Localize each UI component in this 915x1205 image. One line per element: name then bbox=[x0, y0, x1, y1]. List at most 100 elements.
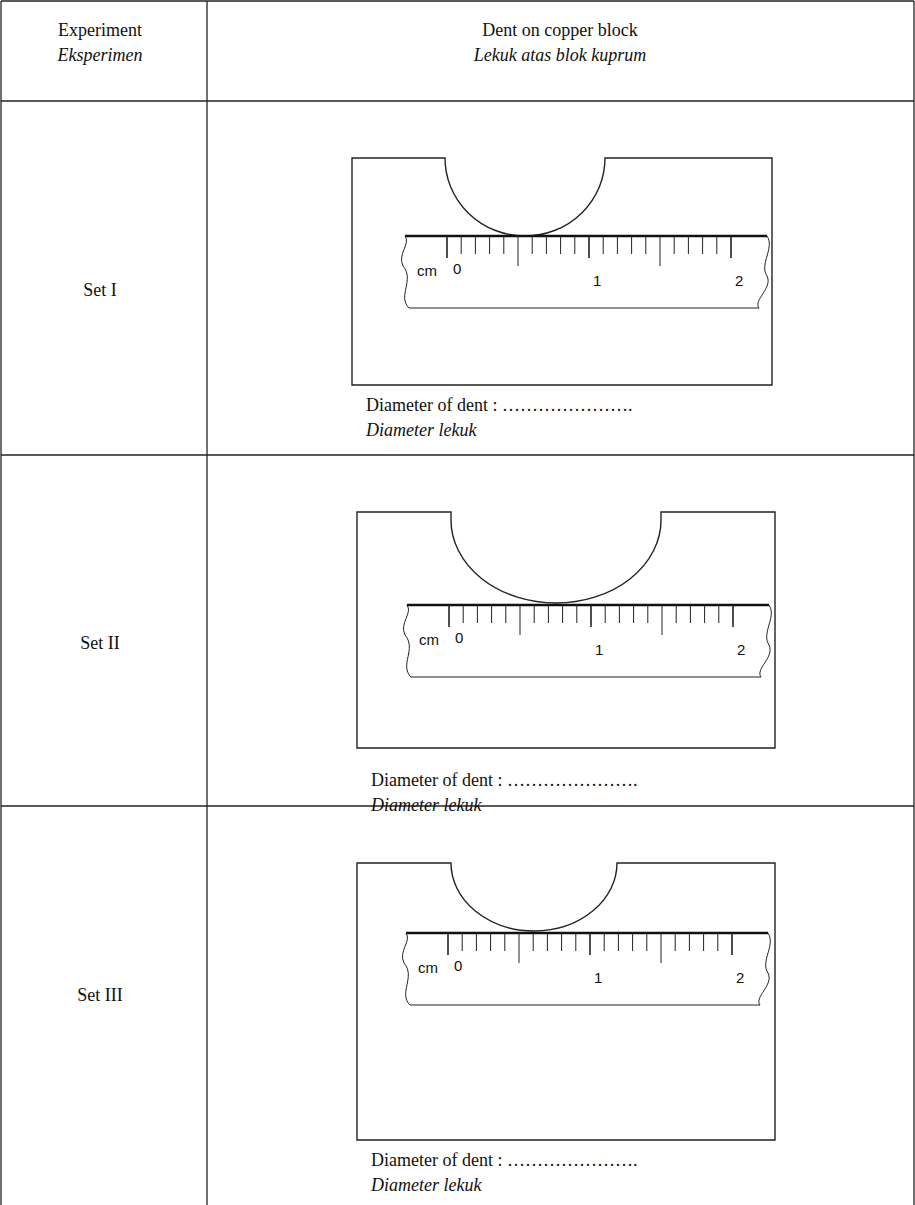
ruler-tick bbox=[588, 236, 590, 258]
ruler-tick bbox=[489, 236, 490, 254]
answer-line: Diameter lekuk bbox=[371, 1175, 481, 1197]
ruler-number: 1 bbox=[593, 272, 601, 290]
ruler-tick bbox=[718, 605, 719, 623]
ruler-tick bbox=[477, 605, 478, 623]
ruler-tick bbox=[562, 605, 563, 623]
ruler-tick bbox=[662, 605, 663, 635]
ruler-tick bbox=[561, 933, 562, 951]
ruler-edge bbox=[405, 235, 767, 238]
ruler-tick bbox=[518, 236, 519, 266]
ruler-tick bbox=[674, 236, 675, 254]
ruler-tick bbox=[661, 933, 662, 963]
copper-block bbox=[357, 512, 775, 748]
ruler-number: 2 bbox=[735, 272, 743, 290]
ruler-tick bbox=[520, 605, 521, 635]
ruler-number: 0 bbox=[453, 260, 461, 278]
ruler-tick bbox=[560, 236, 561, 254]
ruler-tick bbox=[645, 236, 646, 254]
ruler-tick bbox=[731, 933, 733, 955]
ruler-tick bbox=[631, 236, 632, 254]
ruler-tick bbox=[504, 933, 505, 951]
ruler-tick bbox=[519, 933, 520, 963]
ruler-tick bbox=[688, 236, 689, 254]
answer-line: Diameter of dent : …………………. bbox=[366, 395, 632, 417]
answer-line: Diameter lekuk bbox=[371, 795, 481, 817]
ruler-tick bbox=[704, 605, 705, 623]
answer-line: Diameter lekuk bbox=[366, 420, 476, 442]
ruler-tick bbox=[533, 933, 534, 951]
ruler-number: 2 bbox=[737, 641, 745, 659]
ruler-tick bbox=[632, 933, 633, 951]
ruler-tick bbox=[532, 236, 533, 254]
ruler bbox=[402, 933, 770, 1005]
ruler-tick bbox=[503, 236, 504, 254]
ruler-tick bbox=[604, 933, 605, 951]
ruler-tick bbox=[534, 605, 535, 623]
table-line bbox=[1, 454, 914, 455]
table-line bbox=[1, 0, 914, 1]
ruler-tick bbox=[547, 933, 548, 951]
ruler-tick bbox=[490, 933, 491, 951]
ruler-tick bbox=[647, 605, 648, 623]
ruler-tick bbox=[446, 236, 448, 258]
copper-block bbox=[352, 158, 772, 385]
ruler-tick bbox=[447, 933, 449, 955]
ruler-tick bbox=[475, 236, 476, 254]
header-text: Dent on copper block bbox=[482, 20, 637, 42]
ruler-tick bbox=[732, 605, 734, 627]
ruler-edge bbox=[407, 604, 769, 607]
ruler-number: 1 bbox=[595, 641, 603, 659]
ruler-tick bbox=[461, 236, 462, 254]
ruler-tick bbox=[505, 605, 506, 623]
ruler-tick bbox=[702, 236, 703, 254]
header-text: Eksperimen bbox=[58, 45, 143, 67]
table-line bbox=[913, 1, 914, 1205]
ruler-tick bbox=[716, 236, 717, 254]
ruler-tick bbox=[730, 236, 732, 258]
ruler-tick bbox=[448, 605, 450, 627]
ruler-unit: cm bbox=[418, 959, 438, 977]
ruler-tick bbox=[703, 933, 704, 951]
set-label: Set II bbox=[80, 633, 120, 655]
set-label: Set I bbox=[83, 280, 117, 302]
header-text: Lekuk atas blok kuprum bbox=[474, 45, 646, 67]
ruler-tick bbox=[676, 605, 677, 623]
ruler-tick bbox=[660, 236, 661, 266]
ruler-tick bbox=[491, 605, 492, 623]
ruler-tick bbox=[546, 236, 547, 254]
answer-line: Diameter of dent : …………………. bbox=[371, 1150, 637, 1172]
ruler-tick bbox=[462, 933, 463, 951]
table-line bbox=[1, 100, 914, 101]
ruler-unit: cm bbox=[419, 631, 439, 649]
ruler-tick bbox=[633, 605, 634, 623]
ruler-tick bbox=[618, 933, 619, 951]
ruler-tick bbox=[590, 605, 592, 627]
table-line bbox=[206, 1, 207, 1205]
ruler-tick bbox=[603, 236, 604, 254]
ruler-tick bbox=[617, 236, 618, 254]
copper-block bbox=[357, 863, 775, 1140]
ruler-tick bbox=[548, 605, 549, 623]
ruler-tick bbox=[689, 933, 690, 951]
ruler-number: 1 bbox=[594, 969, 602, 987]
ruler-tick bbox=[576, 605, 577, 623]
ruler bbox=[403, 605, 771, 677]
ruler-tick bbox=[646, 933, 647, 951]
ruler-unit: cm bbox=[417, 262, 437, 280]
ruler-number: 2 bbox=[736, 969, 744, 987]
ruler-edge bbox=[406, 932, 768, 935]
ruler-tick bbox=[717, 933, 718, 951]
header-text: Experiment bbox=[58, 20, 142, 42]
ruler-tick bbox=[476, 933, 477, 951]
ruler-number: 0 bbox=[455, 629, 463, 647]
ruler bbox=[401, 236, 769, 308]
answer-line: Diameter of dent : …………………. bbox=[371, 770, 637, 792]
ruler-tick bbox=[575, 933, 576, 951]
ruler-tick bbox=[463, 605, 464, 623]
ruler-number: 0 bbox=[454, 957, 462, 975]
ruler-tick bbox=[675, 933, 676, 951]
ruler-tick bbox=[589, 933, 591, 955]
set-label: Set III bbox=[77, 985, 122, 1007]
ruler-tick bbox=[574, 236, 575, 254]
